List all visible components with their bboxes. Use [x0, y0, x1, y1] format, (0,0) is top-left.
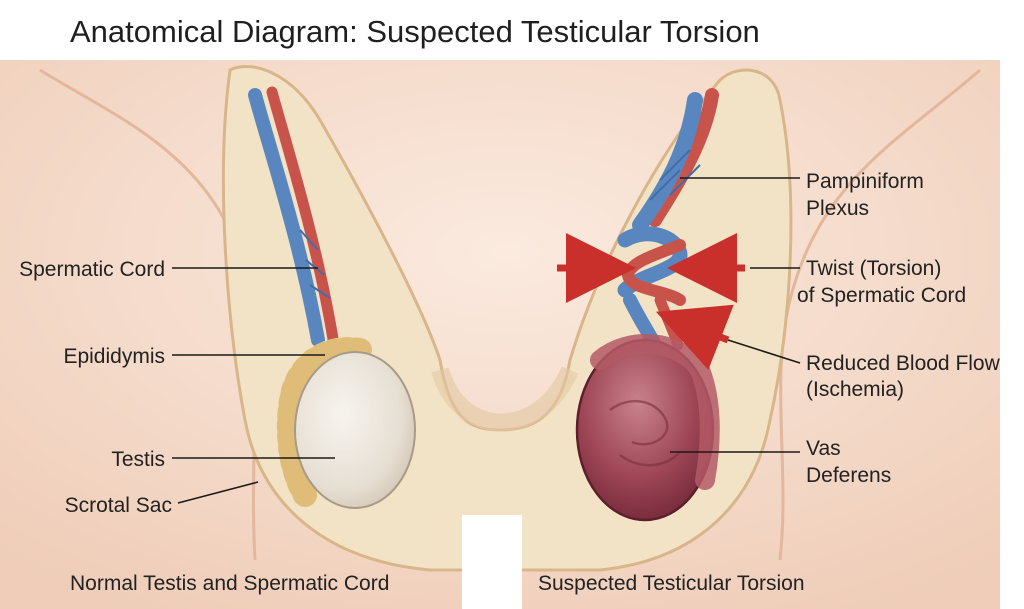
label-twist-line2: of Spermatic Cord	[797, 284, 966, 307]
caption-normal: Normal Testis and Spermatic Cord	[70, 572, 389, 595]
normal-testis	[294, 351, 416, 509]
right-thigh-contour	[778, 68, 981, 561]
ischemic-texture	[609, 399, 681, 467]
label-twist-line1: Twist (Torsion)	[806, 257, 941, 280]
ischemic-epididymis	[590, 334, 720, 490]
normal-epididymis-coils	[276, 337, 372, 507]
label-scrotal-sac: Scrotal Sac	[65, 494, 172, 517]
normal-spermatic-cord	[248, 86, 340, 351]
label-epididymis: Epididymis	[63, 345, 165, 368]
leader-reduced-flow	[727, 339, 801, 364]
label-testis: Testis	[111, 448, 165, 471]
perineal-gap	[462, 515, 522, 609]
label-pampiniform-line1: Pampiniform	[806, 170, 924, 193]
label-pampiniform-line2: Plexus	[806, 197, 869, 220]
leader-scrotal-sac	[177, 481, 259, 504]
scrotal-septum	[431, 366, 579, 432]
label-spermatic-cord: Spermatic Cord	[19, 258, 165, 281]
diagram-title: Anatomical Diagram: Suspected Testicular…	[70, 14, 760, 49]
label-vas-line1: Vas	[806, 437, 841, 460]
right-margin	[1000, 60, 1024, 609]
label-vas-line2: Deferens	[806, 464, 891, 487]
caption-torsion: Suspected Testicular Torsion	[538, 572, 805, 595]
label-reduced-line1: Reduced Blood Flow	[806, 352, 1001, 375]
blood-flow-arrow	[655, 304, 734, 370]
label-reduced-line2: (Ischemia)	[806, 378, 904, 401]
